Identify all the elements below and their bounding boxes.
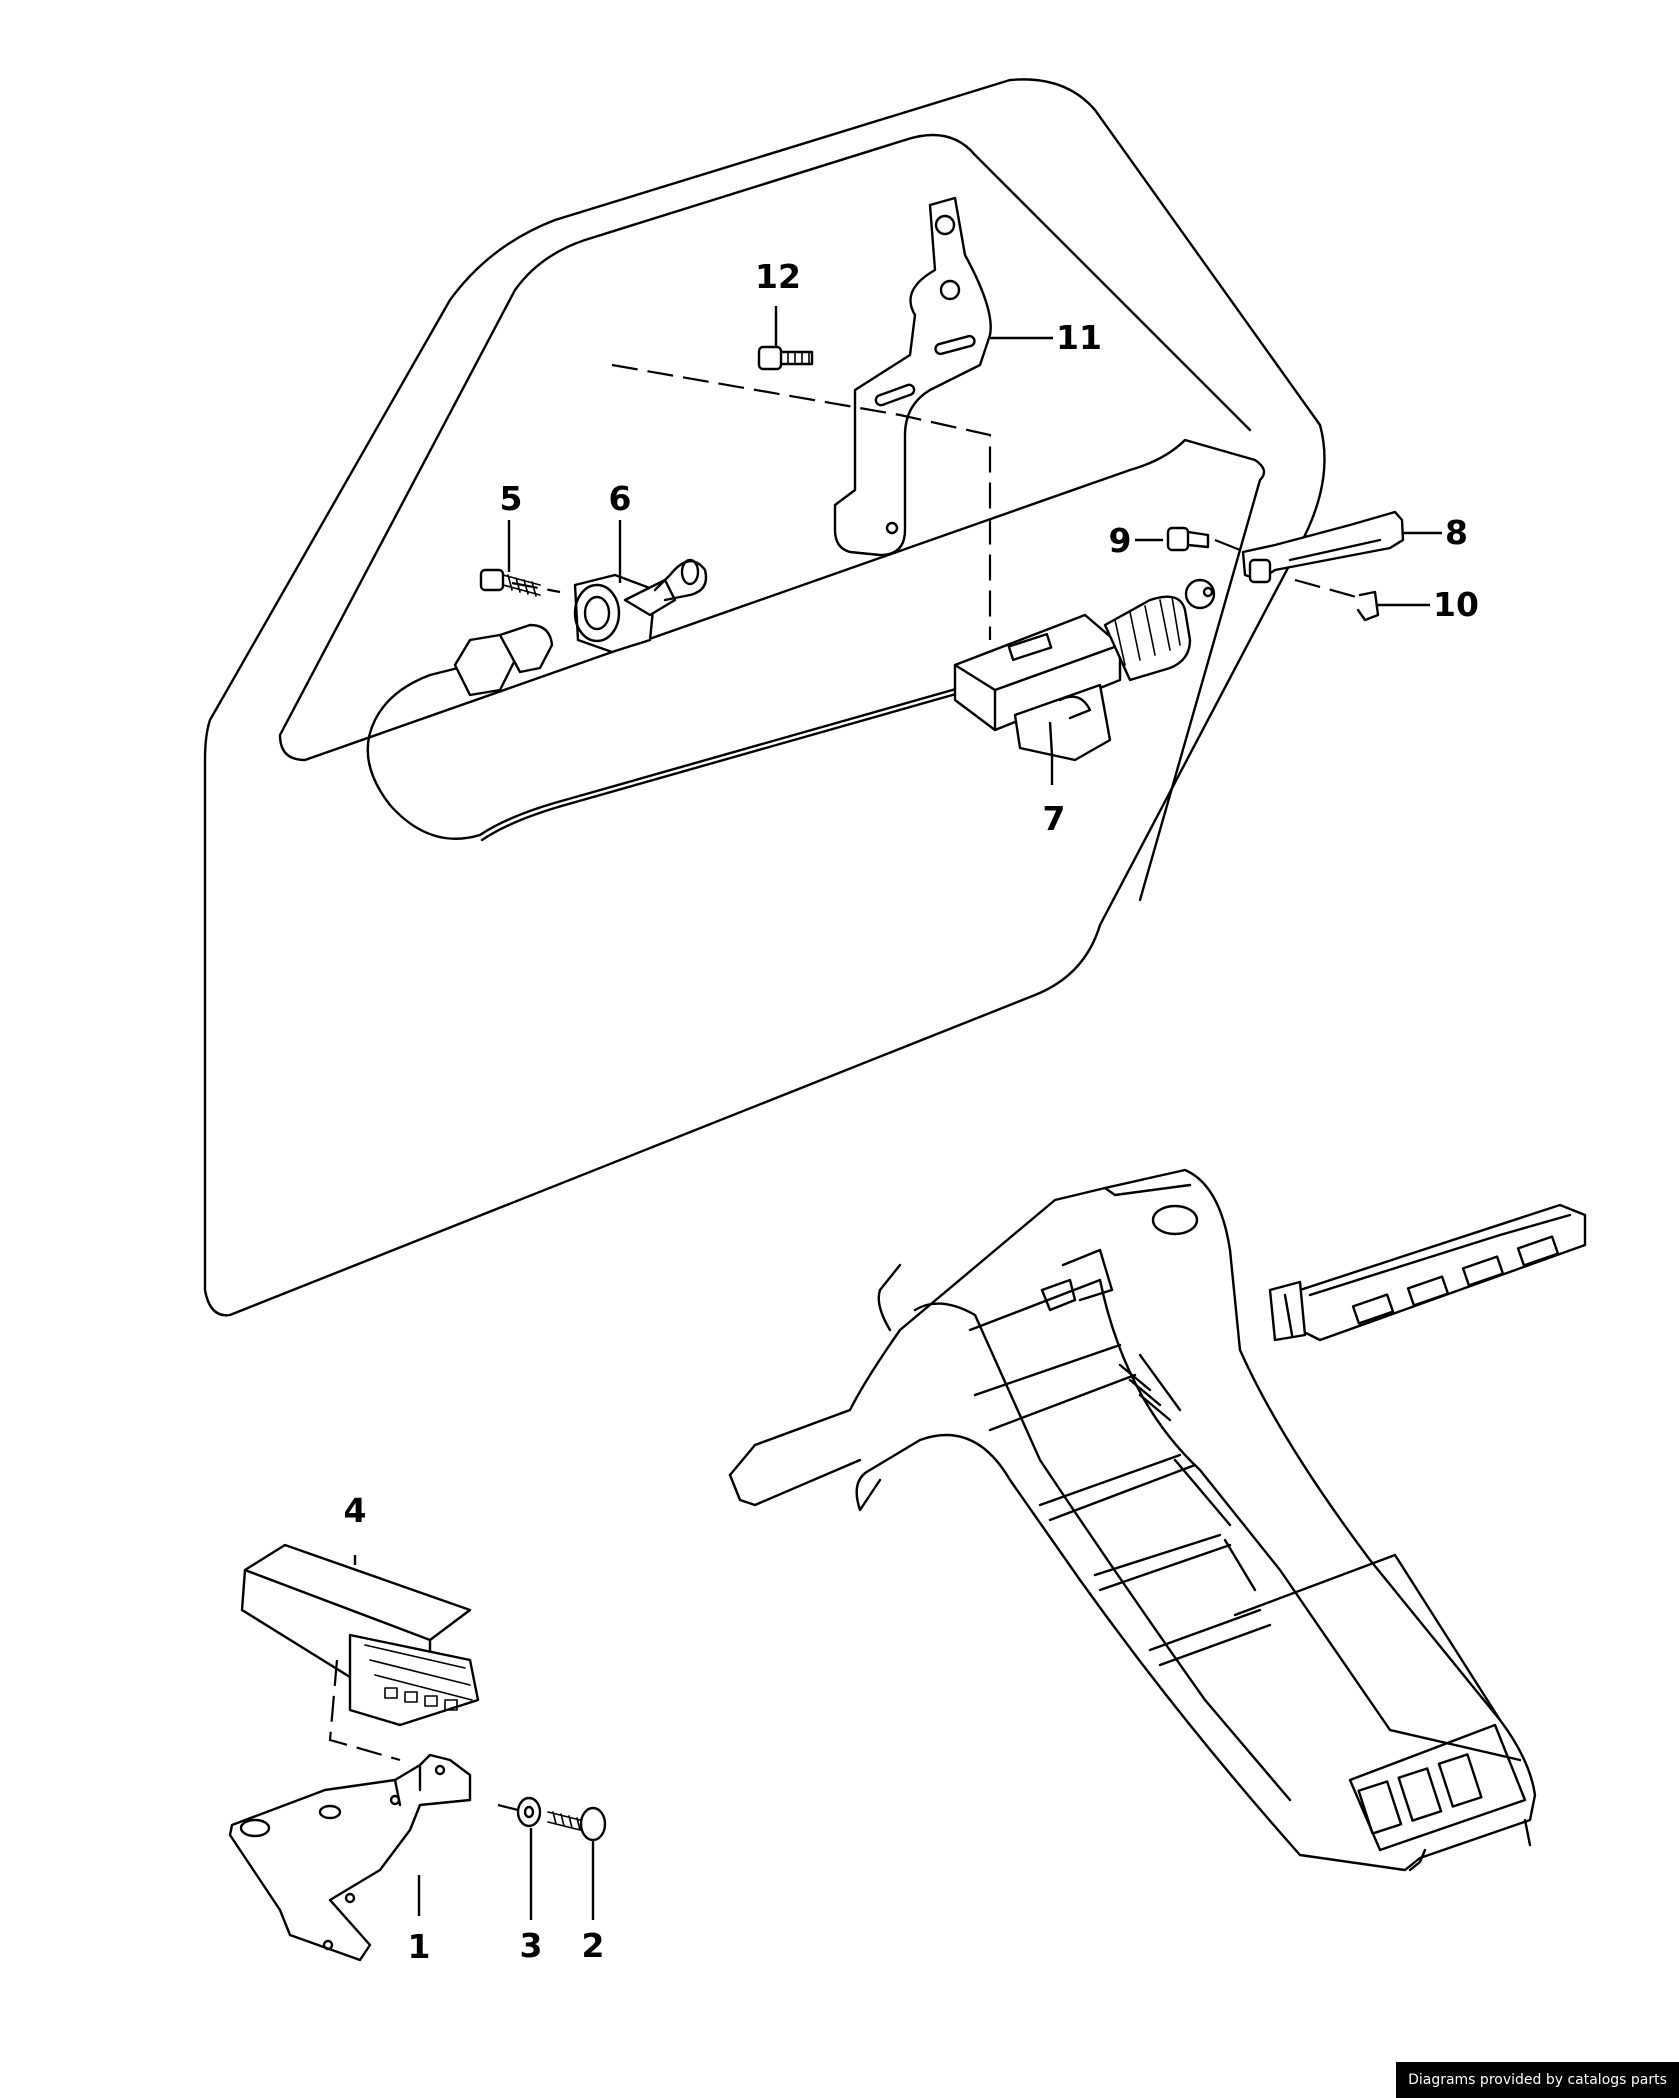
- screw-2: [547, 1806, 607, 1842]
- washer-3: [516, 1796, 542, 1828]
- callout-11: 11: [1056, 318, 1102, 357]
- callout-12: 12: [755, 257, 801, 296]
- callout-10: 10: [1433, 585, 1479, 624]
- callout-7: 7: [1043, 799, 1066, 838]
- bracket-11: [833, 196, 992, 557]
- screw-12: [757, 345, 814, 371]
- callout-6: 6: [609, 479, 632, 518]
- screw-9: [1166, 526, 1210, 552]
- credit-banner: Diagrams provided by catalogs parts: [1396, 2062, 1679, 2098]
- lock-cylinder-6: [573, 558, 708, 654]
- screw-5: [479, 568, 541, 597]
- center-console: [728, 1168, 1537, 1872]
- assembly-lines: [328, 363, 1361, 1812]
- callout-5: 5: [500, 479, 523, 518]
- control-unit-4: [240, 1543, 480, 1727]
- callout-9: 9: [1109, 521, 1132, 560]
- lock-actuator-7: [366, 578, 1216, 842]
- mounting-bracket-1: [228, 1753, 472, 1962]
- callout-4: 4: [344, 1491, 367, 1530]
- switch-strip: [1268, 1203, 1587, 1342]
- callout-8: 8: [1445, 513, 1468, 552]
- callout-1: 1: [408, 1927, 431, 1966]
- clip-10: [1356, 590, 1380, 622]
- leader-lines: [353, 306, 1442, 1920]
- callout-2: 2: [582, 1926, 605, 1965]
- callout-labels: 12 11 5 6 9 8 10 7 4 1 3 2: [344, 257, 1479, 1966]
- callout-3: 3: [520, 1926, 543, 1965]
- rod-8: [1241, 510, 1405, 584]
- door-panel-outline: [203, 78, 1326, 1317]
